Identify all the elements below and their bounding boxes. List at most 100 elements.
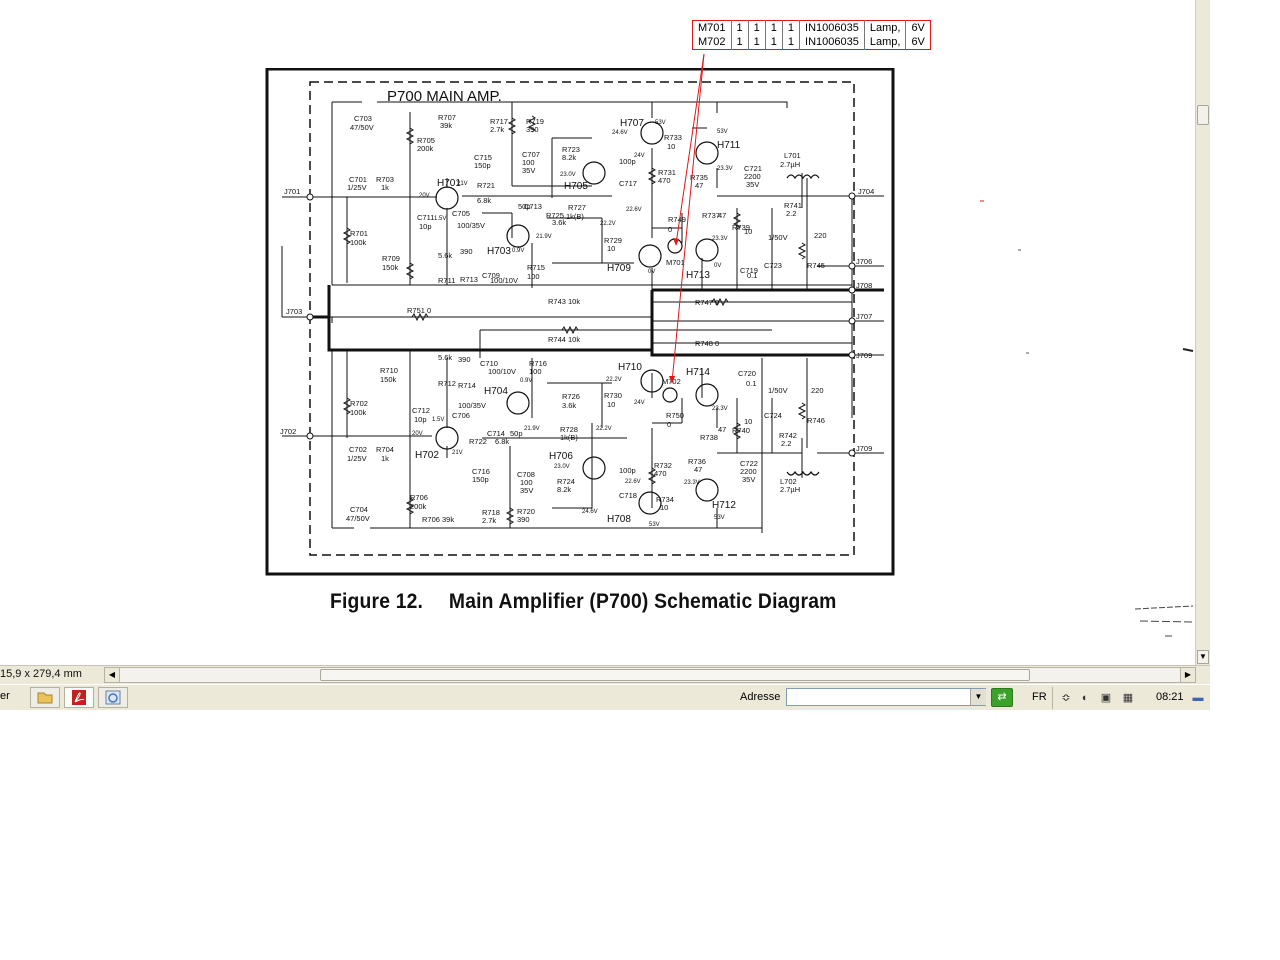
part-number-cell: IN1006035	[799, 35, 865, 50]
label-r750-value: 0	[667, 420, 671, 429]
voltage-label: 1.5V	[434, 216, 446, 222]
label-c703: C703	[354, 114, 372, 123]
label-r742-value: 2.2	[781, 439, 791, 448]
taskbar: er Adresse ▼ ⇄ FR ≎ ◖ ▣ ▦ 08:21 ▬	[0, 684, 1210, 710]
horizontal-scrollbar[interactable]: ◀ ▶	[104, 667, 1196, 683]
jack-label-j708: J708	[856, 281, 872, 290]
label-r702: R702	[350, 399, 368, 408]
label-r713-value: 390	[460, 247, 473, 256]
label-r723-value: 8.2k	[562, 153, 576, 162]
label-r712: R712	[438, 379, 456, 388]
pdf-reader-icon	[72, 690, 86, 705]
label-r733: R733	[664, 133, 682, 142]
label-r745-value: 220	[814, 231, 827, 240]
label-r732-value: 470	[654, 469, 667, 478]
label-c708-voltage: 35V	[520, 486, 533, 495]
label-c706: C706	[452, 411, 470, 420]
label-r714-value: 390	[458, 355, 471, 364]
label-c715: C715	[474, 153, 492, 162]
label-c714-value: 50p	[510, 429, 523, 438]
browser-quicklaunch-button[interactable]	[98, 687, 128, 708]
jack-label-j704: J704	[858, 187, 874, 196]
label-c721-voltage: 35V	[746, 180, 759, 189]
label-r707-value: 39k	[440, 121, 452, 130]
go-button[interactable]: ⇄	[991, 688, 1013, 707]
label-r715-value: 100	[527, 272, 540, 281]
qty-cell: 1	[731, 35, 749, 50]
label-c711: C711	[417, 213, 434, 222]
label-c710: C710	[480, 359, 498, 368]
volume-icon[interactable]: ◖	[1080, 692, 1088, 704]
voltage-label: 24.6V	[612, 130, 628, 136]
label-c704: C704	[350, 505, 368, 514]
pdf-reader-quicklaunch-button[interactable]	[64, 687, 94, 708]
label-r743: R743 10k	[548, 297, 580, 306]
label-r720-value: 390	[517, 515, 530, 524]
network-icon[interactable]: ▣	[1100, 692, 1112, 704]
explorer-quicklaunch-button[interactable]	[30, 687, 60, 708]
label-c705: C705	[452, 209, 470, 218]
label-r735-value: 47	[695, 181, 703, 190]
keyboard-icon[interactable]: ▦	[1122, 692, 1134, 704]
scroll-right-icon[interactable]: ▶	[1180, 668, 1195, 682]
label-c701: C701	[349, 175, 367, 184]
parts-list-table: M701 1 1 1 1 IN1006035 Lamp, 6V M702 1 1…	[692, 20, 931, 50]
label-r738-value: 47	[718, 425, 726, 434]
address-label: Adresse	[740, 691, 781, 703]
label-c707-value: 100	[522, 158, 535, 167]
vertical-scroll-thumb[interactable]	[1197, 105, 1209, 125]
label-r731-value: 470	[658, 176, 671, 185]
language-indicator[interactable]: FR	[1032, 691, 1047, 703]
voltage-label: 0V	[648, 269, 655, 275]
label-h708: H708	[607, 514, 631, 525]
board-outline	[309, 81, 855, 556]
label-r740: R740	[732, 426, 750, 435]
address-input[interactable]	[786, 688, 986, 706]
tray-chevron-icon[interactable]: ≎	[1061, 692, 1071, 704]
clock[interactable]: 08:21	[1156, 691, 1184, 703]
label-c718: C718	[619, 491, 637, 500]
label-r727: R727	[568, 203, 586, 212]
label-r724-value: 8.2k	[557, 485, 571, 494]
label-c717: C717	[619, 179, 637, 188]
label-c710-value: 100/10V	[488, 367, 516, 376]
folder-icon	[37, 692, 53, 704]
scroll-down-icon[interactable]: ▼	[1197, 650, 1209, 664]
qty-cell: 1	[748, 20, 766, 35]
start-button-fragment[interactable]: er	[0, 690, 10, 702]
vertical-scrollbar[interactable]: ▼	[1195, 0, 1210, 665]
label-r703: R703	[376, 175, 394, 184]
label-h701: H701	[437, 178, 461, 189]
ref-cell: M701	[692, 20, 732, 35]
label-c707-voltage: 35V	[522, 166, 535, 175]
label-r730: R730	[604, 391, 622, 400]
jack-label-j703: J703	[286, 307, 302, 316]
scroll-left-icon[interactable]: ◀	[105, 668, 120, 682]
label-r739: R739	[732, 223, 750, 232]
horizontal-scroll-thumb[interactable]	[320, 669, 1030, 681]
label-r715: R715	[527, 263, 545, 272]
value-cell: 6V	[911, 36, 925, 48]
label-l702-value: 2.7µH	[780, 485, 800, 494]
label-r726: R726	[562, 392, 580, 401]
voltage-label: 53V	[649, 522, 660, 528]
label-h710: H710	[618, 362, 642, 373]
voltage-label: 21.9V	[536, 234, 552, 240]
label-r740-value: 10	[744, 417, 752, 426]
label-c707: C707	[522, 150, 540, 159]
chevron-down-icon[interactable]: ▼	[970, 689, 986, 705]
label-r722-value: 6.8k	[495, 437, 509, 446]
voltage-label: 0.9V	[512, 248, 524, 254]
jack-label-j707: J707	[856, 312, 872, 321]
display-icon[interactable]: ▬	[1192, 692, 1204, 704]
voltage-label: 20V	[412, 431, 423, 437]
ref-cell: M702	[692, 35, 732, 50]
label-c718-value: 100p	[619, 466, 636, 475]
label-c702-value: 1/25V	[347, 454, 367, 463]
label-c709: C709	[482, 271, 500, 280]
label-r744: R744 10k	[548, 335, 580, 344]
label-r712-value: 5.6k	[438, 353, 452, 362]
label-c722: C722	[740, 459, 758, 468]
label-r718: R718	[482, 508, 500, 517]
label-c723-value: 1/50V	[768, 233, 788, 242]
